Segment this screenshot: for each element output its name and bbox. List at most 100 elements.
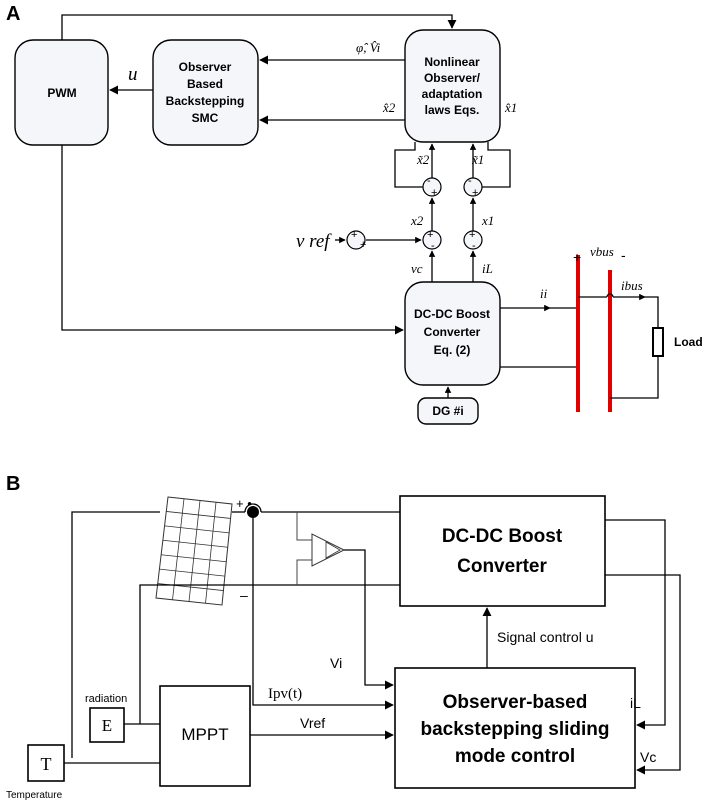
dg-block: DG #i [417,397,479,425]
vbus-label: vbus [590,244,614,259]
b-t-label: T [41,754,52,774]
boost-line-2: Converter [424,325,481,339]
x2tilde-label: x̃2 [416,152,430,167]
b-controller-box [394,667,636,789]
pv-plus-label: + • [236,496,252,511]
sign-minus-x2u: - [427,175,431,187]
sign-plus-x1u: + [472,187,478,199]
phi-v-label: φ̂, V̂i [356,40,381,55]
b-ipv-label: Ipv(t) [268,686,302,702]
b-vc-label: Vc [640,749,656,765]
observer-line-3: adaptation [422,87,483,101]
pv-panel-outline [155,496,233,606]
x1tilde-label: x̃1 [471,152,484,167]
pwm-label: PWM [47,86,76,100]
observer-line-1: Nonlinear [424,55,480,69]
pv-grid-line [164,525,230,534]
b-temperature-label: Temperature [6,790,63,801]
bus-crossover [606,293,614,298]
x2hat-left-label: x̂2 [382,100,396,115]
bus-plus-sign: + [573,249,581,265]
b-e-box [89,707,125,743]
b-current-sensor [247,506,259,518]
x1hat-feedback-wire [482,142,511,188]
b-vi-label: Vi [330,655,342,671]
pwm-block: PWM [14,39,109,146]
observer-line-2: Observer/ [424,71,481,85]
panel-b-letter: B [6,473,20,495]
b-il-label: iL [630,695,641,711]
b-boost-line-2: Converter [457,556,547,577]
b-pv-minus-wire [139,584,400,724]
load-label: Load [674,335,703,349]
smc-box [152,39,259,146]
b-vi-wire [344,549,394,690]
b-e-label: E [102,716,112,735]
dg-label: DG #i [432,404,463,418]
b-mppt-label: MPPT [181,725,228,744]
boost-box [404,281,501,386]
x1hat-label: x̂1 [504,100,517,115]
smc-line-3: Backstepping [166,94,245,108]
sign-minus-x2l: - [431,240,435,252]
panel-b: B DC-DC Boost Converter Observer-based b… [6,473,681,801]
b-temp-wire [71,511,160,758]
load-bottom-wire [610,356,659,399]
x1-label: x1 [481,213,494,228]
b-boost-line-1: DC-DC Boost [442,526,563,547]
sign-minus-x1l: - [472,240,476,252]
b-opamp-in-a [296,512,312,541]
observer-block: Nonlinear Observer/ adaptation laws Eqs. [404,29,501,143]
pv-grid-line [166,511,231,519]
b-opamp-in-b [296,559,312,585]
pv-minus-label: – [240,587,248,603]
b-controller-line-3: mode control [455,746,575,767]
smc-line-4: SMC [192,111,219,125]
b-opamp-inner [325,541,341,559]
load-top-wire [645,296,659,328]
sign-plus-x1l: + [469,229,475,241]
sign-plus-vref-b: + [360,239,366,251]
boost-line-3: Eq. (2) [434,343,471,357]
pv-panel-grid [157,498,231,604]
b-il-wire [605,519,666,730]
u-label: u [128,64,138,85]
observer-line-4: laws Eqs. [425,103,480,117]
pv-panel [155,496,233,606]
smc-block: Observer Based Backstepping SMC [152,39,259,146]
b-boost-box [399,495,606,607]
load-resistor [652,327,664,357]
ibus-label: ibus [621,278,643,293]
sign-plus-x2u: + [431,187,437,199]
boost-line-1: DC-DC Boost [414,307,490,321]
bus-minus-sign: - [621,247,626,263]
il-label: iL [482,261,493,276]
pv-grid-line [161,554,227,563]
pv-grid-line [172,498,185,600]
b-ipv-wire [252,518,394,710]
sum-junction-vref [346,230,366,250]
smc-line-1: Observer [179,60,232,74]
x2-label: x2 [410,213,424,228]
b-controller-line-2: backstepping sliding [421,719,610,740]
observer-box [404,29,501,143]
sign-plus-vref-a: + [351,229,357,241]
sign-minus-x1u: - [468,175,472,187]
b-radiation-label: radiation [85,693,127,705]
pv-grid-line [162,539,228,548]
smc-line-2: Based [187,77,223,91]
panel-a: A PWM Observer Based Backstepping SMC No… [6,3,703,425]
pwm-to-observer-wire [61,14,457,40]
b-sensor-loop [244,503,262,513]
b-controller-line-1: Observer-based [443,692,588,713]
b-vc-wire [605,574,681,775]
pv-grid-line [205,502,217,604]
vref-label: v ref [296,231,332,252]
pwm-to-boost-wire [61,145,404,335]
b-vref-label: Vref [300,715,325,731]
ii-label: ii [540,286,548,301]
panel-a-letter: A [6,3,20,25]
boost-block: DC-DC Boost Converter Eq. (2) [404,281,501,386]
sign-plus-x2l: + [427,229,433,241]
